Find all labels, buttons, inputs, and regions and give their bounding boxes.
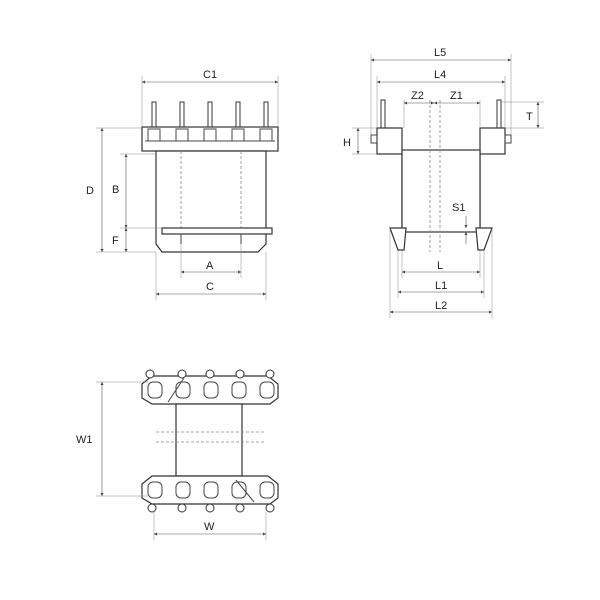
front-view-pins	[151, 101, 269, 129]
dim-label-S1: S1	[452, 202, 465, 214]
side-view-right-foot	[475, 227, 493, 251]
side-view-right-flange	[479, 127, 506, 155]
dim-label-T: T	[526, 111, 533, 123]
dim-label-W: W	[204, 521, 215, 533]
dim-label-L5: L5	[434, 47, 446, 59]
front-view-bottom-flange	[161, 227, 273, 235]
dim-label-Z2: Z2	[411, 90, 424, 102]
dim-label-F: F	[112, 235, 119, 247]
bottom-view-body	[175, 403, 243, 477]
front-view: C1 D B F A C	[86, 69, 279, 300]
side-view-core-tube	[401, 149, 481, 233]
side-view-left-pin	[380, 99, 386, 129]
dim-label-L: L	[437, 260, 443, 272]
front-view-body	[155, 150, 267, 253]
front-view-pin-lugs	[145, 128, 275, 142]
dim-label-B: B	[112, 184, 119, 196]
dim-label-A: A	[206, 260, 214, 272]
side-view-left-foot	[389, 227, 407, 251]
front-view-top-flange	[141, 126, 279, 152]
dim-label-C1: C1	[203, 69, 217, 81]
side-view-left-flange	[376, 127, 403, 155]
dim-label-L2: L2	[435, 300, 447, 312]
bottom-view: W1 W	[76, 369, 279, 540]
dim-label-W1: W1	[76, 434, 93, 446]
side-view: L5 L4 Z2 Z1 T H S1 L	[343, 47, 544, 318]
dim-label-D: D	[86, 185, 94, 197]
dim-label-H: H	[343, 137, 351, 149]
dim-label-Z1: Z1	[450, 90, 463, 102]
side-view-right-pin	[496, 99, 502, 129]
dim-label-L1: L1	[435, 280, 447, 292]
bottom-view-bottom-pins	[147, 479, 275, 513]
dim-label-L4: L4	[434, 69, 446, 81]
dim-label-C: C	[206, 281, 214, 293]
bottom-view-top-pins	[145, 369, 275, 403]
